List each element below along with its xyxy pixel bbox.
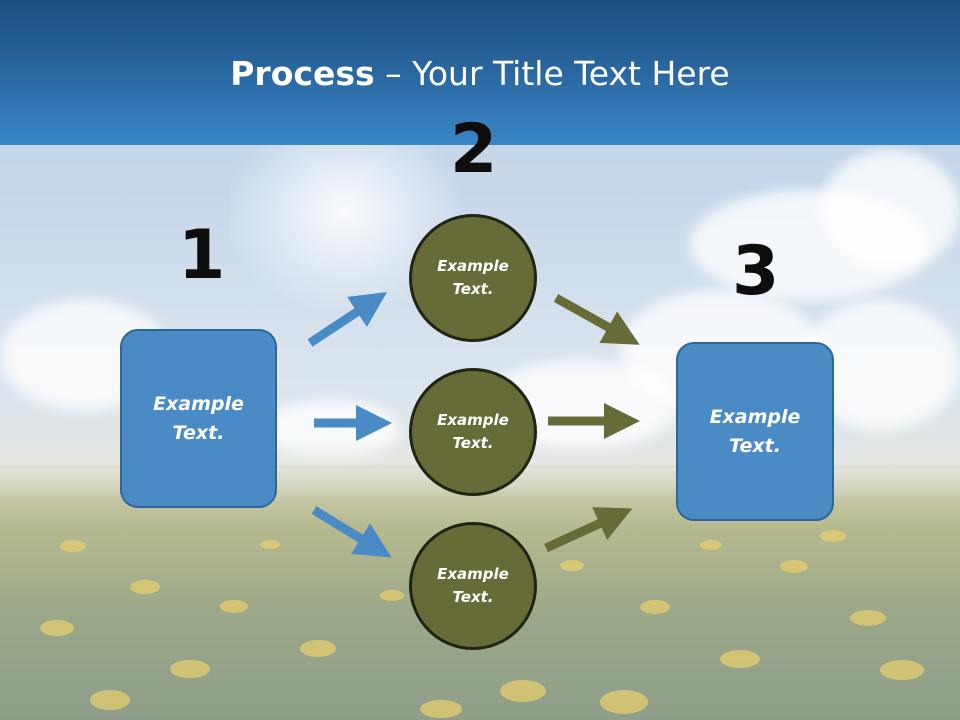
cloud [820,150,960,270]
flower [600,690,648,714]
step-3-text-line2: Text. [729,434,781,457]
flower [560,560,584,571]
flower [170,660,210,678]
step-3-text-line1: Example [709,405,801,428]
slide-title[interactable]: Process – Your Title Text Here [0,54,960,93]
step-1-text-line2: Text. [172,421,225,444]
flower [720,650,760,668]
circle-top-text-line1: Example [437,257,509,275]
flower [780,560,808,573]
flower [300,640,336,657]
flower [60,540,86,552]
flower [820,530,846,542]
flower [700,540,722,550]
flower [850,610,886,626]
flower [420,700,462,718]
circle-bottom-text-line2: Text. [452,588,494,606]
step-number-3[interactable]: 3 [732,232,780,311]
circle-middle-text-line2: Text. [452,434,494,452]
step-1-text-line1: Example [153,392,244,415]
step-number-1[interactable]: 1 [178,216,226,295]
flower [260,540,280,549]
arrow-box-to-bottom-circle[interactable] [311,506,392,558]
arrow-box-to-top-circle[interactable] [307,292,388,347]
circle-top-text-line2: Text. [452,280,494,298]
flower [380,590,404,601]
arrow-top-circle-to-box[interactable] [553,294,640,345]
circle-bottom-text-line1: Example [437,565,509,583]
flower [90,690,130,710]
title-rest: – Your Title Text Here [374,54,730,93]
circle-middle-text-line1: Example [437,411,509,429]
title-bold: Process [230,54,375,93]
title-band [0,0,960,145]
step-3-box[interactable]: Example Text. [676,342,834,521]
flower [40,620,74,636]
arrow-bottom-circle-to-box[interactable] [544,507,633,553]
flower [880,660,924,680]
flower [220,600,248,613]
step-1-box[interactable]: Example Text. [120,329,277,508]
step-2-circle-middle[interactable]: Example Text. [409,368,537,496]
step-number-2[interactable]: 2 [450,110,498,189]
flower [500,680,546,702]
flower [640,600,670,614]
step-2-circle-bottom[interactable]: Example Text. [409,522,537,650]
step-2-circle-top[interactable]: Example Text. [409,214,537,342]
flower [130,580,160,594]
